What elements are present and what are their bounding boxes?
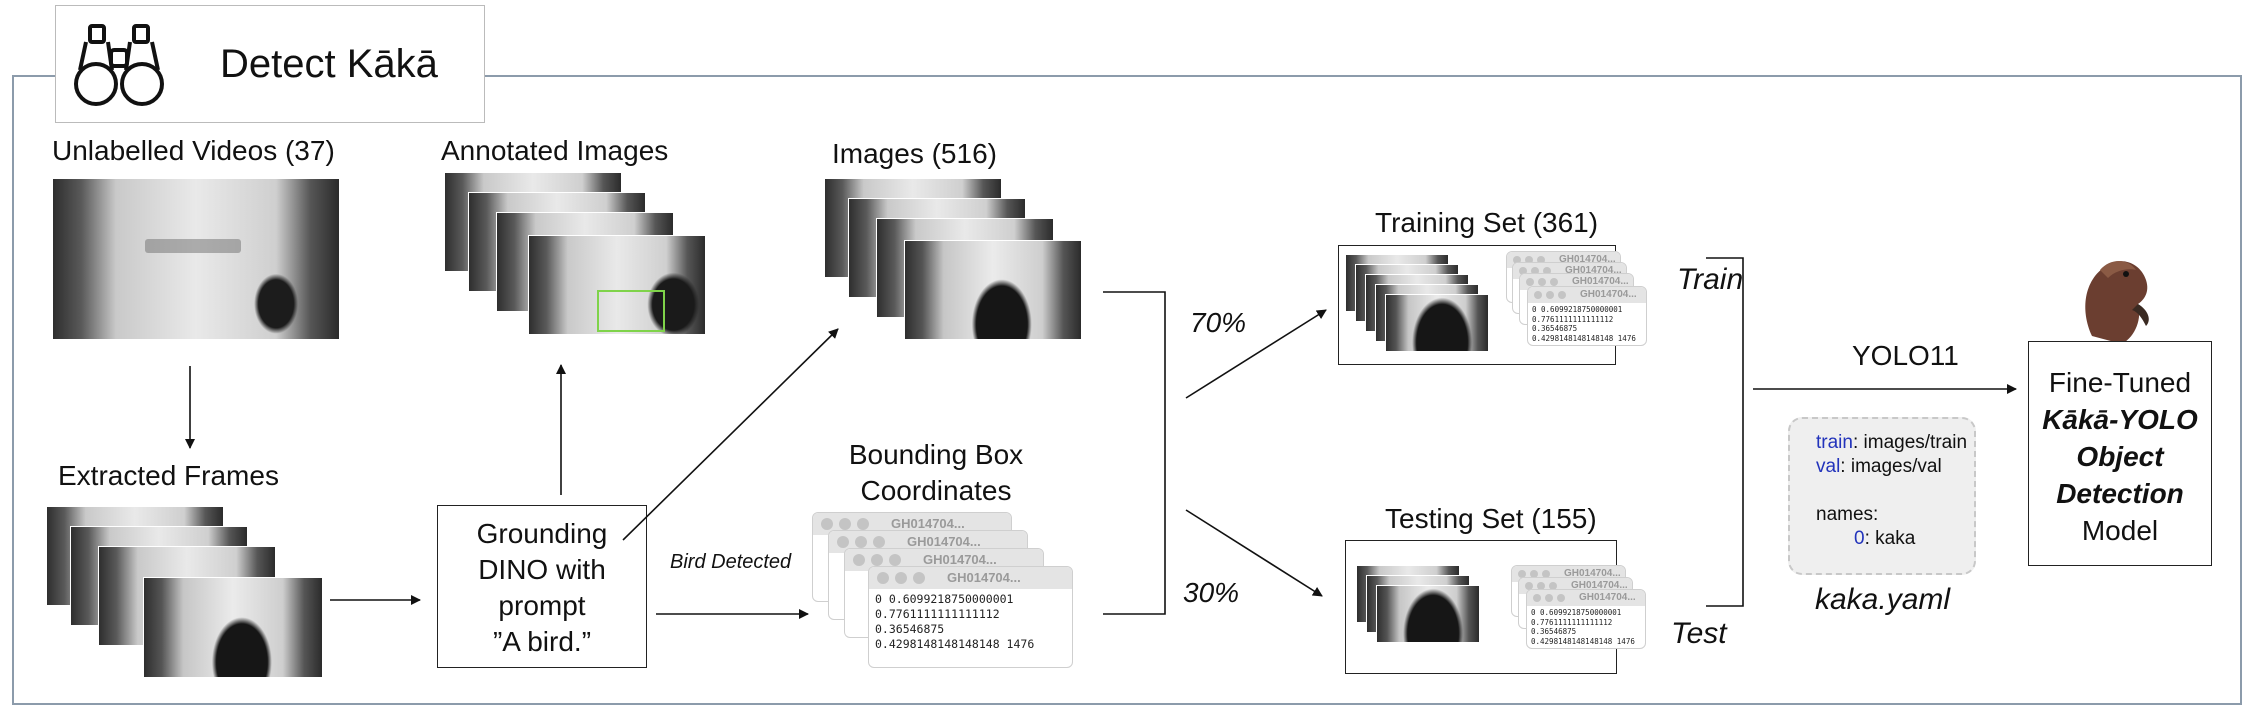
bounding-box-label-line: Bounding Box [848, 439, 1024, 470]
yaml-val-key: val [1816, 456, 1841, 477]
annotated-thumb [528, 235, 706, 335]
model-line: Kākā-YOLO [2042, 404, 2198, 435]
images-label: Images (516) [832, 138, 997, 169]
yaml-index-key: 0 [1854, 528, 1865, 549]
yaml-filename: kaka.yaml [1815, 583, 1951, 616]
grounding-dino-box: Grounding DINO with prompt ”A bird.” [437, 505, 647, 668]
unlabelled-videos-label: Unlabelled Videos (37) [52, 135, 335, 166]
yaml-train-key: train [1816, 432, 1853, 453]
model-line: Object [2076, 441, 2164, 472]
bounding-box-label: Bounding Box Coordinates [849, 437, 1023, 509]
model-box: Fine-Tuned Kākā-YOLO Object Detection Mo… [2028, 341, 2212, 566]
video-thumbnail [52, 178, 340, 340]
page-title: Detect Kākā [220, 42, 438, 86]
yaml-train-value: : images/train [1852, 432, 1968, 453]
image-thumb [904, 240, 1082, 340]
model-line: Fine-Tuned [2048, 367, 2192, 398]
model-line: Model [2081, 515, 2159, 546]
model-line: Detection [2056, 478, 2184, 509]
grounding-dino-line: ”A bird.” [492, 626, 592, 657]
yaml-val-value: : images/val [1840, 456, 1942, 477]
binoculars-icon [74, 24, 164, 106]
testing-set-label: Testing Set (155) [1385, 503, 1597, 534]
bounding-box-label-line: Coordinates [860, 475, 1012, 506]
video-player-bar [145, 239, 241, 253]
yaml-file: train: images/train val: images/val name… [1788, 417, 1976, 575]
bounding-box-overlay [597, 290, 665, 332]
testing-set-box: GH014704... GH014704... GH014704... 0 0.… [1345, 540, 1646, 674]
bird-detected-label: Bird Detected [670, 551, 792, 573]
pipeline-frame [12, 75, 2242, 705]
training-set-box: GH014704... GH014704... GH014704... GH01… [1338, 245, 1647, 365]
yolo-label: YOLO11 [1852, 340, 1959, 371]
test-label: Test [1671, 617, 1727, 650]
annotated-images-label: Annotated Images [441, 135, 669, 166]
grounding-dino-line: DINO with [478, 554, 606, 585]
yaml-names-key: names: [1816, 504, 1879, 525]
grounding-dino-line: prompt [498, 590, 586, 621]
train-label: Train [1677, 263, 1744, 296]
frame-thumb [143, 577, 323, 678]
grounding-dino-line: Grounding [476, 518, 608, 549]
file-card-title: GH014704... [947, 570, 1021, 585]
kaka-bird-icon [2085, 261, 2149, 344]
test-split-percent: 30% [1183, 577, 1240, 608]
train-split-percent: 70% [1190, 307, 1247, 338]
title-box: Detect Kākā [55, 5, 485, 123]
training-set-label: Training Set (361) [1375, 207, 1599, 238]
yaml-index-value: : kaka [1864, 528, 1916, 549]
extracted-frames-label: Extracted Frames [58, 460, 279, 491]
